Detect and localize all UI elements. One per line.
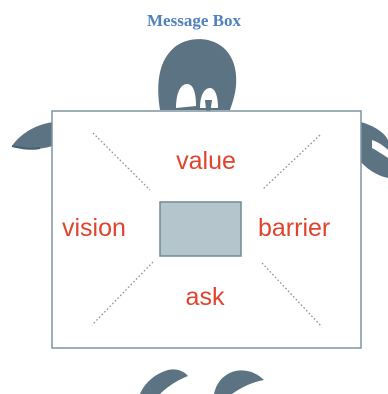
person-head-icon: [158, 39, 237, 128]
right-hand-icon: [361, 122, 388, 178]
diagram-title: Message Box: [147, 11, 241, 30]
dotted-connectors: [91, 132, 323, 328]
left-foot-icon: [140, 369, 188, 394]
label-value: value: [176, 147, 236, 175]
right-foot-icon: [214, 370, 264, 394]
label-barrier: barrier: [258, 214, 331, 242]
center-box: [159, 201, 242, 257]
left-hand-icon: [11, 122, 58, 150]
label-ask: ask: [185, 283, 225, 311]
label-vision: vision: [62, 214, 126, 242]
